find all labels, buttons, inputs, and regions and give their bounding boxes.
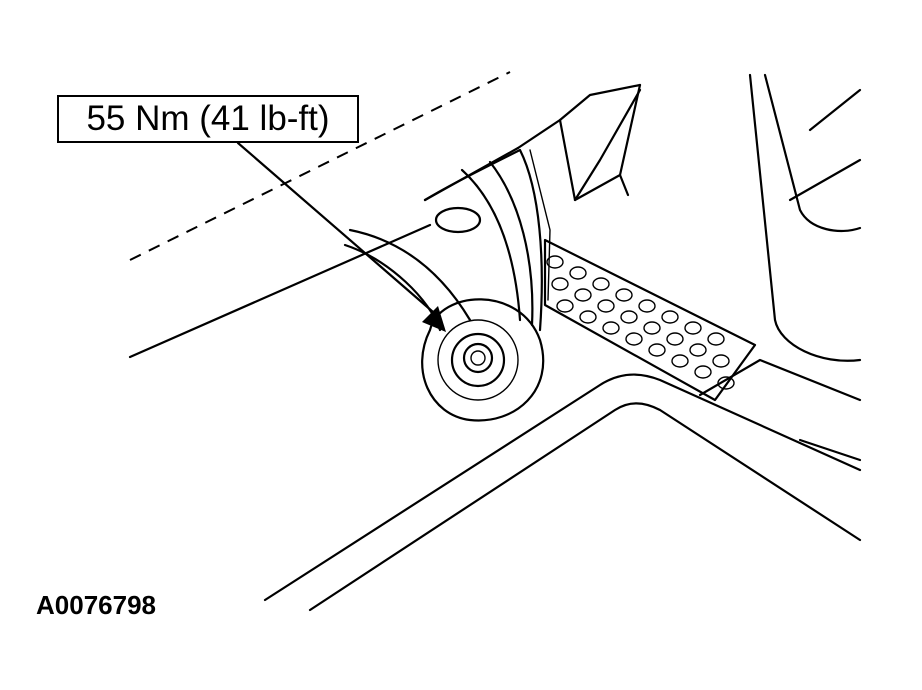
plate-hole [579, 310, 597, 324]
bolt-boss [421, 298, 545, 422]
bolt-head [462, 342, 494, 374]
plate-hole [707, 332, 725, 346]
plate-hole [592, 277, 610, 291]
plate-hole [648, 343, 666, 357]
torque-callout: 55 Nm (41 lb-ft) [57, 95, 359, 143]
plate-hole [556, 299, 574, 313]
plate-hole [615, 288, 633, 302]
plate-hole [551, 277, 569, 291]
plate-hole [643, 321, 661, 335]
plate-hole [694, 365, 712, 379]
plate-hole [689, 343, 707, 357]
plate-hole [597, 299, 615, 313]
figure-id: A0076798 [36, 590, 156, 620]
plate-hole [661, 310, 679, 324]
leader-arrow [236, 141, 446, 332]
plate-hole [546, 255, 564, 269]
plate-hole [671, 354, 689, 368]
plate-hole [638, 299, 656, 313]
plate-hole [574, 288, 592, 302]
plate-hole [712, 354, 730, 368]
bracket-hole [434, 206, 482, 234]
plate-hole [625, 332, 643, 346]
plate-hole [569, 266, 587, 280]
plate-hole [684, 321, 702, 335]
plate-hole [620, 310, 638, 324]
plate-hole [717, 376, 735, 390]
mount-bracket [343, 148, 551, 332]
perforated-plate [543, 238, 757, 402]
lower-pan [263, 373, 862, 612]
plate-hole [666, 332, 684, 346]
side-structure [698, 73, 862, 462]
dashed-reference-line [129, 71, 511, 261]
plate-hole [602, 321, 620, 335]
